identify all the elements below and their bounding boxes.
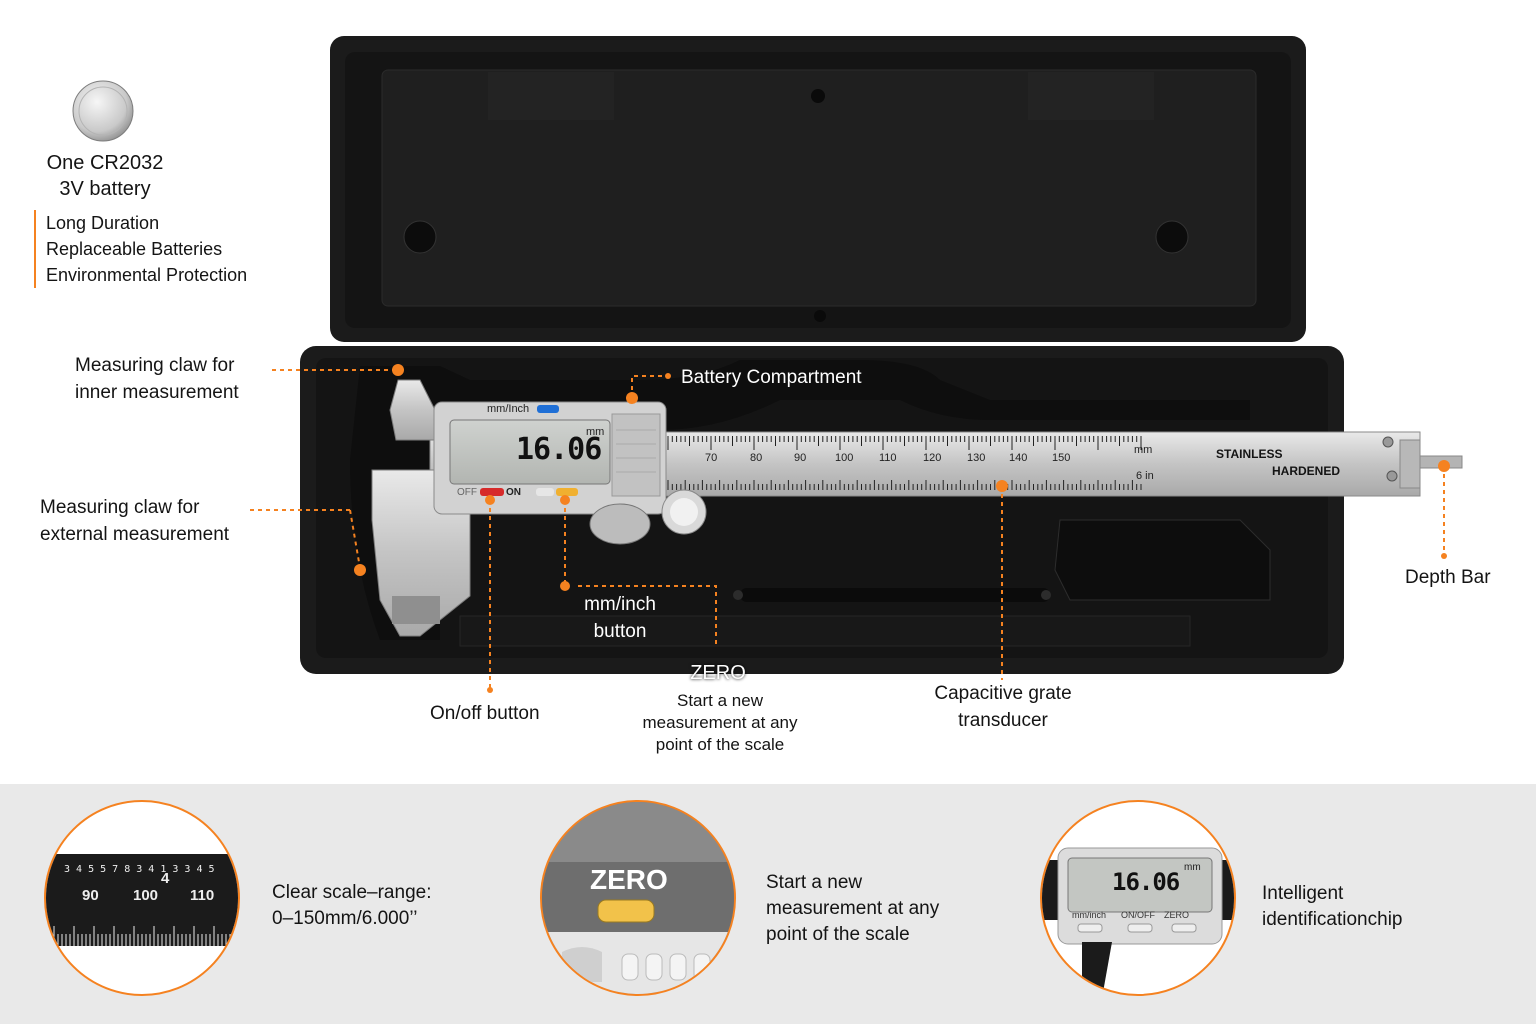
on-off-button-shape (480, 488, 504, 496)
callout-line: transducer (958, 710, 1048, 731)
lid-hinge-pin-right (1155, 220, 1189, 254)
caliper-case-illustration: /* ticks drawn below by script */ (250, 36, 1463, 693)
stainless-label: STAINLESS (1216, 447, 1283, 461)
zero-closeup-graphic (542, 802, 734, 994)
lcd-screen (449, 419, 611, 485)
callout-mm-inch-button: mm/inch button (568, 591, 672, 645)
zero-feature-text: Start a new measurement at any point of … (766, 870, 939, 948)
scale-number: 110 (879, 452, 897, 464)
scale-number: 80 (750, 452, 763, 464)
scale-number: 150 (1052, 452, 1071, 464)
closeup-inch-mark: 4 (161, 870, 170, 887)
battery-feature: Long Duration (46, 213, 160, 233)
scale-closeup-circle (44, 800, 240, 996)
feature-line: 0–150mm/6.000’’ (272, 908, 418, 929)
battery-coin-icon (72, 80, 134, 142)
zero-closeup-circle (540, 800, 736, 996)
closeup-number: 110 (190, 887, 215, 904)
scale-number: 70 (705, 452, 718, 464)
battery-label: One CR2032 3V battery (30, 150, 180, 202)
battery-title-line1: One CR2032 (46, 152, 164, 174)
closeup-number: 100 (133, 887, 159, 904)
feature-line: Clear scale–range: (272, 882, 432, 903)
callout-line: Measuring claw for (75, 355, 235, 376)
feature-line: Start a new (766, 872, 863, 893)
chip-feature-text: Intelligent identificationchip (1262, 881, 1402, 933)
callout-zero-title: ZERO (690, 662, 746, 684)
battery-feature: Environmental Protection (46, 265, 248, 285)
on-label: ON (506, 487, 521, 498)
scale-number: 90 (794, 452, 807, 464)
lcd-reading: 16.06 (516, 432, 602, 467)
chip-lcd-unit: mm (1184, 862, 1201, 873)
beam-scale-ticks: /* ticks drawn below by script */ (667, 436, 1142, 490)
callout-zero-description: Start a new measurement at any point of … (620, 690, 820, 756)
scale-unit-label: mm (1134, 444, 1153, 456)
scale-closeup-graphic (46, 854, 238, 946)
feature-line: measurement at any (766, 898, 940, 919)
mm-inch-button-shape (537, 405, 559, 413)
battery-feature: Replaceable Batteries (46, 239, 223, 259)
scale-number: 130 (967, 452, 986, 464)
battery-feature-list: Long Duration Replaceable Batteries Envi… (34, 210, 247, 288)
battery-title-line2: 3V battery (59, 178, 151, 200)
feature-line: Intelligent (1262, 883, 1344, 904)
callout-line: Start a new (677, 691, 763, 710)
scale-number: 120 (923, 452, 942, 464)
callout-battery-compartment: Battery Compartment (681, 367, 862, 388)
hardened-label: HARDENED (1272, 464, 1341, 478)
callout-depth-bar: Depth Bar (1405, 567, 1491, 588)
chip-closeup-graphic (1042, 847, 1234, 994)
zero-button-shape (556, 488, 578, 496)
callout-on-off-button: On/off button (430, 703, 540, 724)
callout-line: external measurement (40, 524, 230, 545)
callout-inner-claw: Measuring claw for inner measurement (75, 352, 239, 406)
scale-number: 100 (835, 452, 854, 464)
lcd-unit-label: mm (586, 426, 605, 438)
closeup-top-digits: 3 4 5 5 7 8 3 4 1 3 3 4 5 (64, 864, 215, 875)
callout-line: mm/inch (584, 594, 656, 615)
callout-line: point of the scale (655, 735, 785, 754)
scale-feature-text: Clear scale–range: 0–150mm/6.000’’ (272, 880, 431, 932)
callout-line: inner measurement (75, 382, 239, 403)
feature-line: identificationchip (1262, 909, 1403, 930)
callout-transducer: Capacitive grate transducer (910, 680, 1096, 734)
beam-scale-numbers: 70 80 90 100 110 120 130 140 150 (705, 452, 1125, 466)
scale-number: 140 (1009, 452, 1028, 464)
callout-external-claw: Measuring claw for external measurement (40, 494, 229, 548)
zero-closeup-label: ZERO (590, 864, 668, 895)
mm-inch-label: mm/Inch (487, 403, 530, 415)
chip-button-label-on-off: ON/OFF (1121, 910, 1155, 920)
chip-button-label-mm-inch: mm/inch (1072, 910, 1107, 920)
callout-line: Capacitive grate (934, 683, 1072, 704)
off-label: OFF (457, 487, 477, 498)
chip-closeup-circle (1040, 800, 1236, 996)
feature-band (0, 784, 1536, 1024)
inch-label: 6 in (1136, 470, 1154, 482)
lid-hinge-pin-left (403, 220, 437, 254)
thumb-wheel (589, 503, 651, 545)
chip-button-label-zero: ZERO (1164, 910, 1190, 920)
callout-line: measurement at any (642, 713, 798, 732)
callout-line: button (593, 621, 647, 642)
callout-line: Measuring claw for (40, 497, 200, 518)
chip-lcd-reading: 16.06 (1112, 868, 1180, 896)
closeup-number: 90 (82, 887, 99, 904)
feature-line: point of the scale (766, 924, 910, 945)
